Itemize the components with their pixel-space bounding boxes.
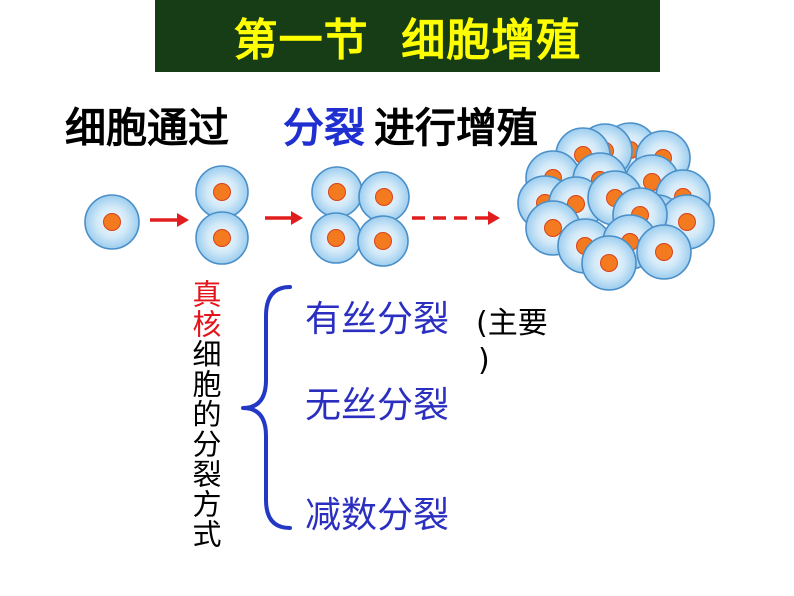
cell-nucleus xyxy=(678,213,696,231)
cell-nucleus xyxy=(655,243,673,261)
note-main-close: ) xyxy=(478,343,490,378)
division-type-meiosis: 减数分裂 xyxy=(305,495,450,536)
sentence-highlight: 分裂 xyxy=(283,104,365,152)
cluster-cell xyxy=(581,235,637,291)
two-cell-stage-cell xyxy=(195,211,249,265)
sentence-part-1: 细胞通过 xyxy=(65,104,229,152)
arrow-1 xyxy=(150,213,189,227)
division-type-amitosis: 无丝分裂 xyxy=(305,385,450,426)
cell-nucleus xyxy=(213,183,231,201)
cluster-cell xyxy=(636,224,692,280)
four-cell-stage-cell xyxy=(310,212,362,264)
vertical-label-black: 细胞的分裂方式 xyxy=(188,339,222,549)
cell-nucleus xyxy=(375,188,393,206)
cells-group xyxy=(84,122,715,291)
cell-nucleus xyxy=(327,229,345,247)
title-banner: 第一节 细胞增殖 xyxy=(155,0,660,72)
vertical-label-red: 真核 xyxy=(188,279,222,339)
four-cell-stage-cell xyxy=(358,171,410,223)
four-cell-stage-cell xyxy=(311,166,363,218)
note-main-open: (主要 xyxy=(476,306,548,341)
dashed-arrow xyxy=(412,211,500,225)
four-cell-stage-cell xyxy=(357,215,409,267)
cell-nucleus xyxy=(103,213,121,231)
cell-nucleus xyxy=(213,229,231,247)
cell-nucleus xyxy=(544,219,562,237)
arrow-2 xyxy=(265,211,303,225)
sentence-part-2: 进行增殖 xyxy=(374,104,538,152)
cell-nucleus xyxy=(600,254,618,272)
cell-nucleus xyxy=(374,232,392,250)
vertical-label: 真核细胞的分裂方式 xyxy=(188,279,222,549)
single-cell xyxy=(84,194,140,250)
slide-title: 第一节 细胞增殖 xyxy=(233,15,582,66)
cell-nucleus xyxy=(328,183,346,201)
two-cell-stage-cell xyxy=(195,165,249,219)
curly-brace xyxy=(241,285,292,530)
division-type-mitosis: 有丝分裂 xyxy=(305,299,450,340)
